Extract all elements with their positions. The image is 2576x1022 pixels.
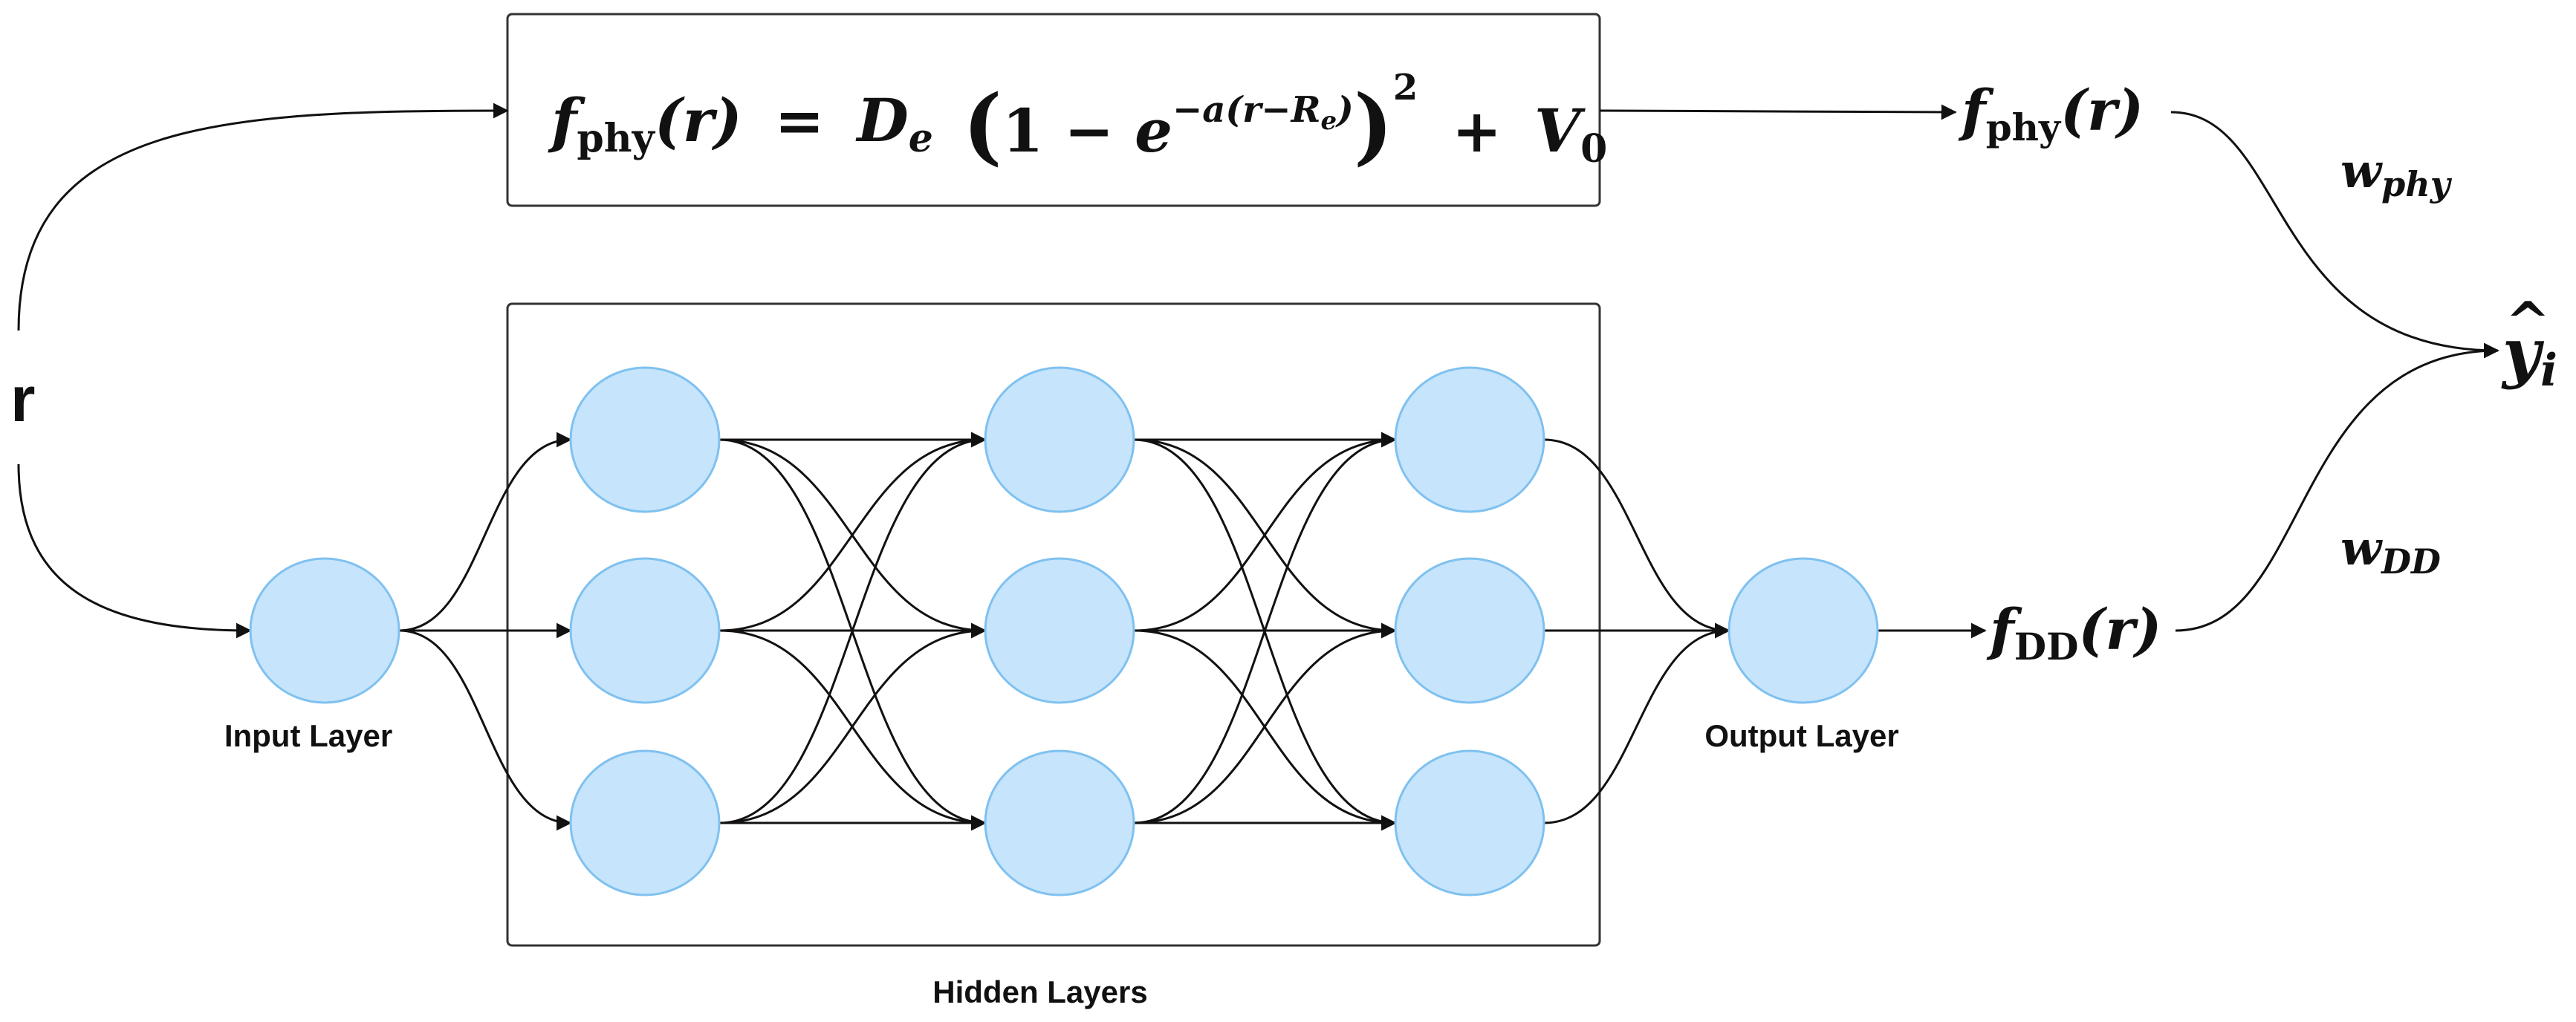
hidden2-node-1 bbox=[984, 366, 1135, 513]
hidden3-node-1 bbox=[1394, 366, 1545, 513]
input-to-network-edge bbox=[17, 463, 252, 639]
weight-phy: wphy bbox=[2340, 143, 2453, 204]
hidden1-node-1 bbox=[569, 366, 721, 513]
input-layer-label: Input Layer bbox=[224, 718, 392, 753]
input-to-physics-edge bbox=[17, 102, 509, 331]
edge-l2-n2-to-l3-n0 bbox=[1133, 432, 1397, 824]
network-edges bbox=[398, 432, 1730, 831]
final-output: yi bbox=[2501, 313, 2557, 397]
final-output-hat: ^ bbox=[2505, 290, 2550, 353]
edge-l0-n0-to-l1-n2 bbox=[398, 629, 572, 831]
hidden3-node-2 bbox=[1394, 557, 1545, 704]
hidden1-node-2 bbox=[569, 557, 721, 704]
network-nodes bbox=[249, 366, 1879, 896]
edge-l1-n2-to-l2-n1 bbox=[718, 622, 987, 824]
hidden1-node-3 bbox=[569, 749, 721, 896]
physics-to-fphy-edge bbox=[1599, 104, 1957, 120]
hidden-layers-box bbox=[506, 302, 1601, 947]
fdd-output: fDD(r) bbox=[1986, 596, 2161, 668]
edge-l2-n1-to-l3-n0 bbox=[1133, 432, 1397, 632]
hidden2-node-2 bbox=[984, 557, 1135, 704]
edge-l2-n2-to-l3-n1 bbox=[1133, 622, 1397, 824]
edge-l1-n1-to-l2-n0 bbox=[718, 432, 987, 632]
output-node bbox=[1727, 557, 1879, 704]
fphy-output: fphy(r) bbox=[1958, 77, 2144, 149]
hidden-layers-label: Hidden Layers bbox=[932, 974, 1147, 1009]
hidden3-node-3 bbox=[1394, 749, 1545, 896]
hidden2-node-3 bbox=[984, 749, 1135, 896]
edge-l1-n2-to-l2-n0 bbox=[718, 432, 987, 824]
edge-l3-n2-to-l4-n0 bbox=[1543, 622, 1730, 824]
output-layer-label: Output Layer bbox=[1704, 718, 1898, 753]
edge-l0-n0-to-l1-n0 bbox=[398, 432, 572, 632]
edge-l3-n0-to-l4-n0 bbox=[1543, 438, 1730, 639]
input-symbol: r bbox=[10, 364, 35, 435]
weight-dd: wDD bbox=[2340, 521, 2441, 582]
fdd-to-yhat-edge bbox=[2175, 342, 2499, 632]
fphy-to-yhat-edge bbox=[2170, 111, 2499, 359]
input-node bbox=[249, 557, 400, 704]
physics-formula: fphy(r) = De (1 − e−a(r−Re))2 + V0 bbox=[548, 44, 1607, 175]
